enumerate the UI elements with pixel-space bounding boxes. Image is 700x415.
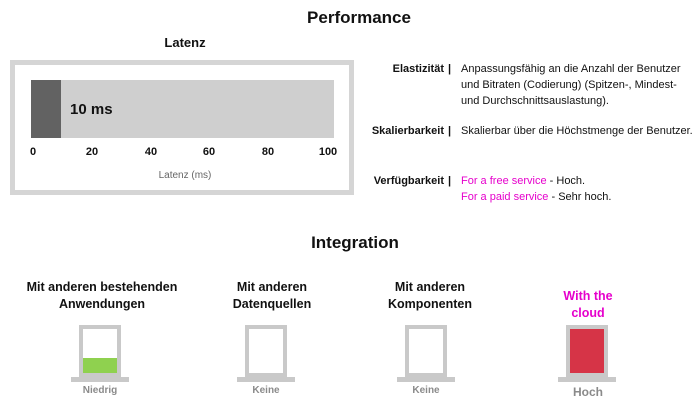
property-separator: |: [448, 125, 452, 137]
availability-line-free: For a free service - Hoch.: [461, 173, 693, 189]
free-service-link[interactable]: For a free service: [461, 175, 547, 187]
availability-line-paid: For a paid service - Sehr hoch.: [461, 189, 693, 205]
integration-title: Integration: [311, 233, 399, 252]
free-service-value: - Hoch.: [546, 175, 586, 187]
latency-bar: [31, 80, 62, 138]
latency-tick-label: 80: [261, 146, 275, 158]
latency-axis-label: Latenz (ms): [158, 170, 212, 181]
latency-tick-label: 40: [144, 146, 158, 158]
integration-level-cloud: Hoch: [573, 385, 603, 399]
integration-level-fill: [83, 357, 117, 373]
window-sill: [71, 377, 129, 382]
property-label-scalability: Skalierbarkeit: [371, 125, 444, 137]
integration-label-cloud: With the cloud: [563, 289, 613, 320]
latency-value-label: 10 ms: [70, 101, 113, 118]
integration-level-fill: [570, 329, 604, 373]
window-icon-components: [405, 325, 447, 377]
latency-tick-label: 100: [318, 146, 338, 158]
latency-tick-label: 20: [85, 146, 99, 158]
performance-title: Performance: [307, 8, 411, 27]
property-text-scalability: Skalierbar über die Höchstmenge der Benu…: [461, 125, 693, 137]
window-icon-cloud: [566, 325, 608, 377]
property-text-availability: For a free service - Hoch. For a paid se…: [461, 173, 693, 205]
integration-label-datasources: Mit anderen Datenquellen: [232, 280, 312, 311]
window-icon-datasources: [245, 325, 287, 377]
latency-bar-track: [31, 80, 334, 138]
paid-service-value: - Sehr hoch.: [548, 191, 612, 203]
integration-level-components: Keine: [412, 385, 440, 396]
window-icon-applications: [79, 325, 121, 377]
window-sill: [237, 377, 295, 382]
latency-chart-title: Latenz: [164, 35, 206, 50]
paid-service-link[interactable]: For a paid service: [461, 191, 549, 203]
integration-level-datasources: Keine: [252, 385, 280, 396]
property-separator: |: [448, 63, 452, 75]
latency-tick-label: 0: [29, 146, 37, 158]
integration-level-applications: Niedrig: [82, 385, 118, 396]
integration-label-applications: Mit anderen bestehenden Anwendungen: [26, 280, 178, 311]
latency-tick-label: 60: [202, 146, 216, 158]
window-sill: [397, 377, 455, 382]
property-label-elasticity: Elastizität: [392, 63, 444, 75]
window-sill: [558, 377, 616, 382]
property-label-availability: Verfügbarkeit: [373, 175, 444, 187]
property-text-elasticity: Anpassungsfähig an die Anzahl der Benutz…: [461, 63, 681, 107]
integration-label-components: Mit anderen Komponenten: [387, 280, 473, 311]
property-separator: |: [448, 175, 452, 187]
